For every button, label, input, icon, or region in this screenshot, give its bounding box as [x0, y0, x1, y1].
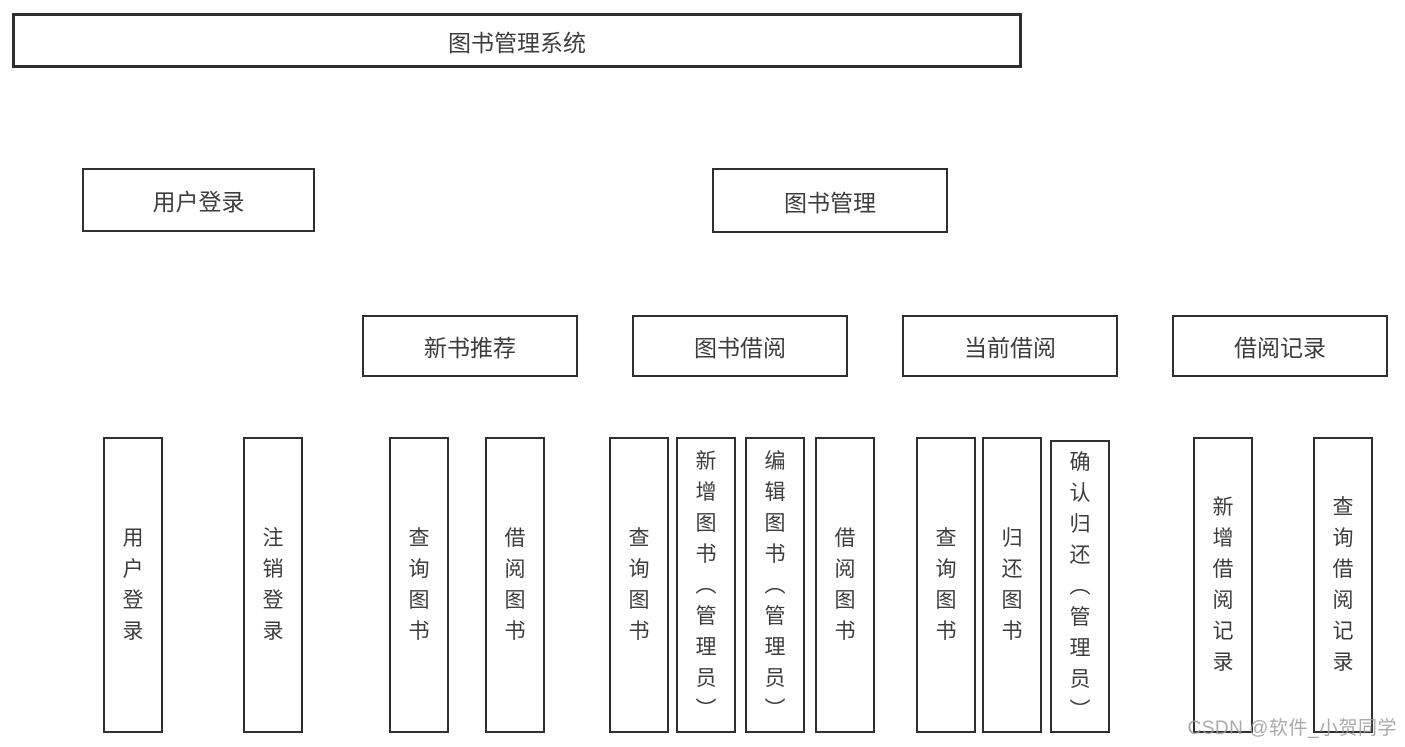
node-login: 用户登录: [103, 437, 163, 733]
node-nbr-borrow-books-label: 借阅图书: [504, 527, 526, 643]
node-br-add-record-label: 新增借阅记录: [1212, 496, 1234, 674]
node-bb-borrow-books-label: 借阅图书: [834, 527, 856, 643]
node-bb-edit-books-admin: 编辑图书︵管理员︶: [745, 437, 805, 733]
node-logout-label: 注销登录: [262, 527, 284, 643]
node-cb-confirm-return-admin-label: 确认归还︵管理员︶: [1069, 451, 1091, 722]
node-new-book-recommend-label: 新书推荐: [424, 335, 516, 361]
node-br-query-record: 查询借阅记录: [1313, 437, 1373, 733]
node-current-borrow-label: 当前借阅: [964, 335, 1056, 361]
node-root-label: 图书管理系统: [448, 29, 586, 56]
node-book-borrow-label: 图书借阅: [694, 335, 786, 361]
node-book-management-label: 图书管理: [784, 189, 876, 216]
node-nbr-query-books-label: 查询图书: [408, 527, 430, 643]
node-cb-query-books: 查询图书: [916, 437, 976, 733]
node-user-login-label: 用户登录: [152, 189, 245, 215]
node-cb-return-books-label: 归还图书: [1001, 527, 1023, 643]
csdn-watermark: CSDN @软件_小贺同学: [1187, 718, 1397, 739]
node-bb-add-books-admin-label: 新增图书︵管理员︶: [695, 449, 717, 721]
node-bb-add-books-admin: 新增图书︵管理员︶: [676, 437, 736, 733]
node-cb-confirm-return-admin: 确认归还︵管理员︶: [1050, 440, 1110, 733]
node-nbr-borrow-books: 借阅图书: [485, 437, 545, 733]
node-br-query-record-label: 查询借阅记录: [1332, 496, 1354, 674]
node-cb-query-books-label: 查询图书: [935, 527, 957, 643]
node-root: 图书管理系统: [12, 13, 1022, 68]
node-book-borrow: 图书借阅: [632, 315, 848, 377]
node-br-add-record: 新增借阅记录: [1193, 437, 1253, 733]
node-current-borrow: 当前借阅: [902, 315, 1118, 377]
node-nbr-query-books: 查询图书: [389, 437, 449, 733]
node-bb-query-books: 查询图书: [609, 437, 669, 733]
node-cb-return-books: 归还图书: [982, 437, 1042, 733]
node-bb-edit-books-admin-label: 编辑图书︵管理员︶: [764, 449, 786, 721]
node-borrow-records: 借阅记录: [1172, 315, 1388, 377]
node-new-book-recommend: 新书推荐: [362, 315, 578, 377]
node-bb-query-books-label: 查询图书: [628, 527, 650, 643]
node-book-management: 图书管理: [712, 168, 948, 233]
node-borrow-records-label: 借阅记录: [1234, 335, 1326, 361]
node-login-label: 用户登录: [122, 527, 144, 643]
node-bb-borrow-books: 借阅图书: [815, 437, 875, 733]
node-user-login: 用户登录: [82, 168, 315, 232]
node-logout: 注销登录: [243, 437, 303, 733]
